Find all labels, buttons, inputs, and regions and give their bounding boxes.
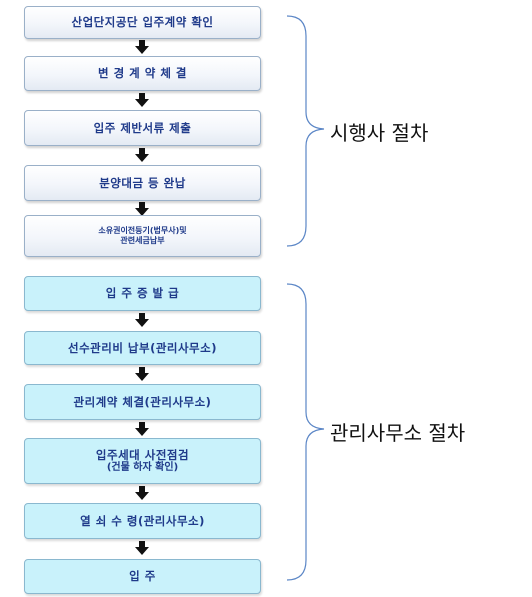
- step-subtitle: (건물 하자 확인): [106, 461, 179, 473]
- step-title: 변 경 계 약 체 결: [98, 66, 187, 81]
- step-move-in: 입 주: [24, 559, 261, 594]
- step-title: 산업단지공단 입주계약 확인: [71, 15, 214, 30]
- step-title: 입주 제반서류 제출: [93, 120, 192, 135]
- step-payment-complete: 분양대금 등 완납: [24, 165, 261, 201]
- down-arrow-icon: [135, 367, 149, 381]
- step-title: 입주세대 사전점검: [95, 447, 190, 462]
- step-title: 입 주: [129, 569, 156, 584]
- step-prepaid-management-fee: 선수관리비 납부(관리사무소): [24, 331, 261, 365]
- step-change-contract: 변 경 계 약 체 결: [24, 56, 261, 91]
- step-contract-confirm: 산업단지공단 입주계약 확인: [24, 6, 261, 39]
- group-label-management: 관리사무소 절차: [330, 421, 466, 445]
- step-title: 분양대금 등 완납: [99, 175, 186, 190]
- group-label-developer: 시행사 절차: [330, 121, 429, 145]
- step-subtitle: 관련세금납부: [120, 236, 165, 245]
- bracket-developer-group: [286, 15, 325, 247]
- step-submit-documents: 입주 제반서류 제출: [24, 110, 261, 146]
- down-arrow-icon: [135, 148, 149, 162]
- step-title: 관리계약 체결(관리사무소): [73, 394, 212, 409]
- down-arrow-icon: [135, 202, 149, 216]
- step-key-receipt: 열 쇠 수 령(관리사무소): [24, 503, 261, 539]
- down-arrow-icon: [135, 313, 149, 327]
- step-title: 열 쇠 수 령(관리사무소): [80, 513, 205, 528]
- down-arrow-icon: [135, 93, 149, 107]
- step-move-in-certificate: 입 주 증 발 급: [24, 276, 261, 311]
- step-title: 입 주 증 발 급: [105, 286, 180, 301]
- step-management-contract: 관리계약 체결(관리사무소): [24, 384, 261, 420]
- bracket-management-group: [286, 283, 325, 581]
- down-arrow-icon: [135, 541, 149, 555]
- down-arrow-icon: [135, 486, 149, 500]
- step-ownership-registration: 소유권이전등기(법무사)및 관련세금납부: [24, 215, 261, 257]
- down-arrow-icon: [135, 422, 149, 436]
- down-arrow-icon: [135, 40, 149, 54]
- step-pre-inspection: 입주세대 사전점검 (건물 하자 확인): [24, 438, 261, 484]
- step-title: 선수관리비 납부(관리사무소): [68, 340, 217, 355]
- step-title: 소유권이전등기(법무사)및: [98, 226, 187, 235]
